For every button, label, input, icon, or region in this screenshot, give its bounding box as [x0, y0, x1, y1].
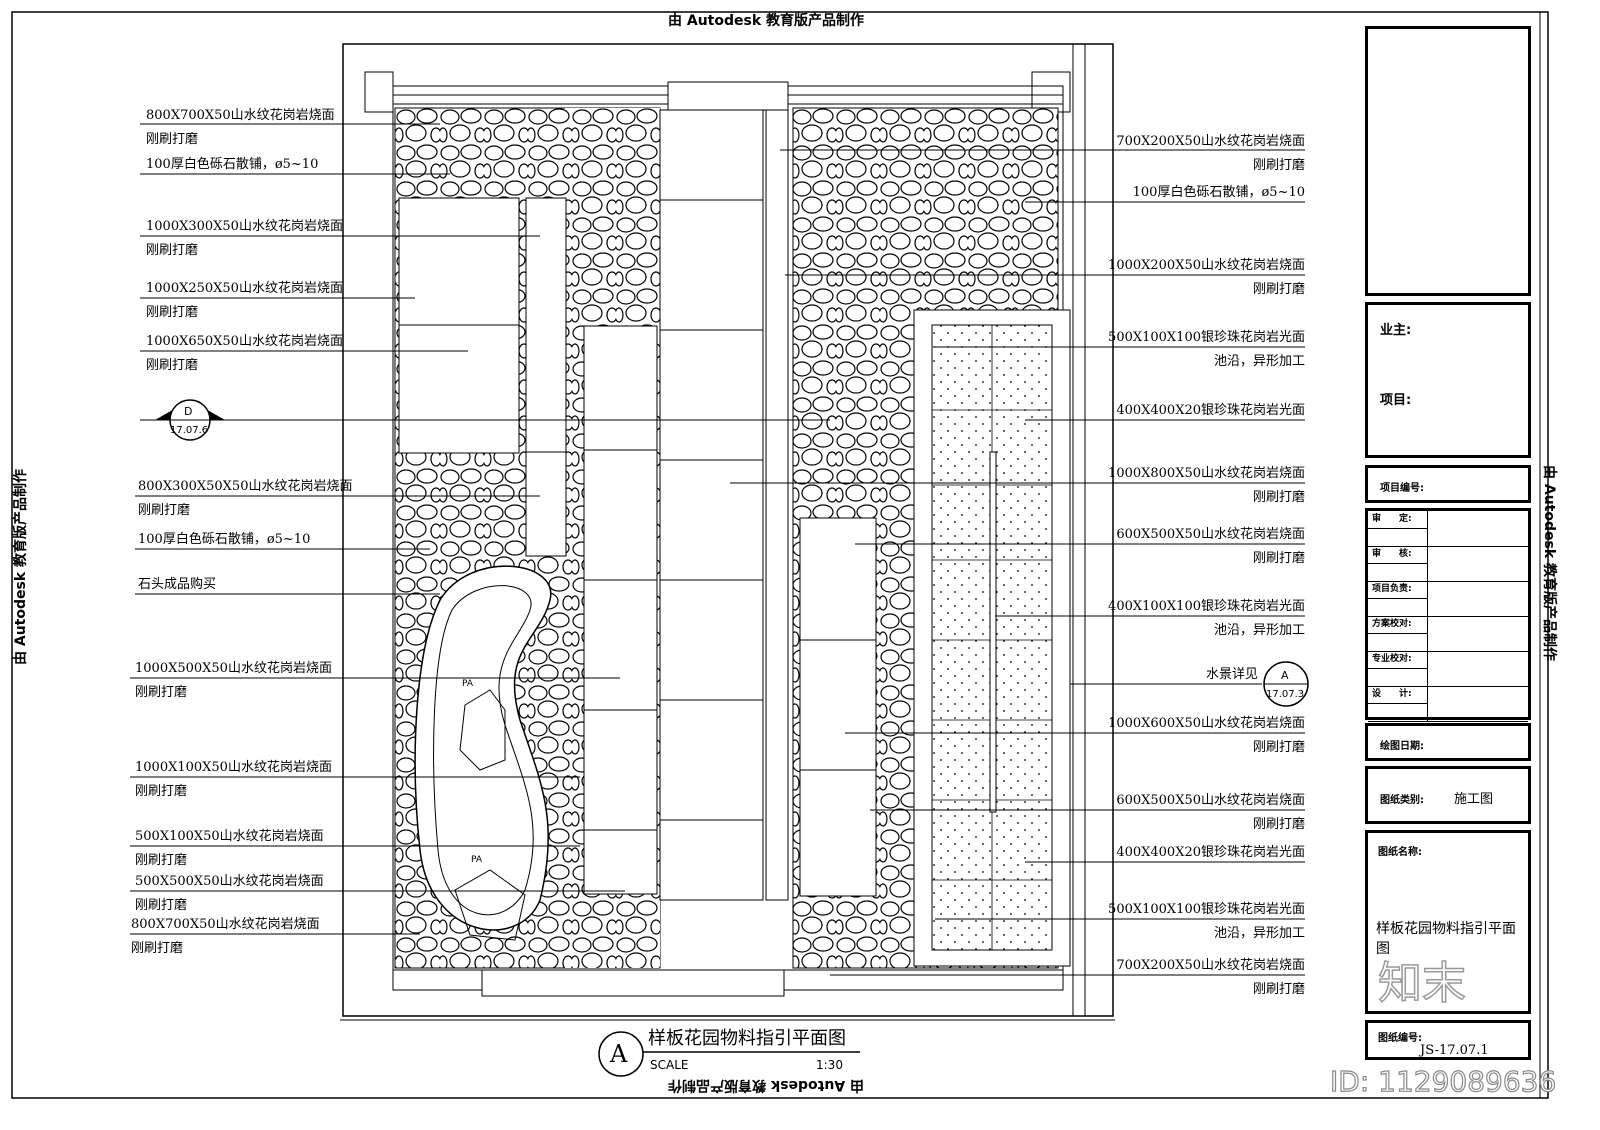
role-row: 方案校对:	[1368, 616, 1528, 652]
annotation-material: 500X100X100银珍珠花岗岩光面	[1108, 330, 1305, 345]
annotation-note: 刚刷打磨	[1252, 490, 1305, 505]
role-label: 审 核:	[1368, 546, 1428, 564]
number-label: 图纸编号:	[1378, 1033, 1422, 1044]
marker-a-letter: A	[1281, 669, 1289, 682]
annotation-note: 刚刷打磨	[131, 941, 184, 956]
annotation-material: 700X200X50山水纹花岗岩烧面	[1116, 134, 1305, 149]
role-label: 项目负责:	[1368, 581, 1428, 599]
annotation-material: 石头成品购买	[138, 577, 217, 592]
role-row: 审 核:	[1368, 546, 1528, 582]
annotation-material: 500X100X50山水纹花岗岩烧面	[135, 829, 324, 844]
annotation-note: 刚刷打磨	[1252, 982, 1305, 997]
annotation-material: 400X400X20银珍珠花岗岩光面	[1116, 403, 1305, 418]
annotation-material: 1000X300X50山水纹花岗岩烧面	[146, 219, 343, 234]
annotation-note: 刚刷打磨	[135, 784, 188, 799]
role-row: 项目负责:	[1368, 581, 1528, 617]
annotation-material: 1000X250X50山水纹花岗岩烧面	[146, 281, 343, 296]
brand-logo: 知末	[1377, 957, 1467, 1010]
role-row: 审 定:	[1368, 511, 1528, 547]
annotation-material: 500X100X100银珍珠花岗岩光面	[1108, 902, 1305, 917]
role-signature	[1368, 598, 1428, 616]
annotation-material: 1000X650X50山水纹花岗岩烧面	[146, 334, 343, 349]
brand-id: ID: 1129089636	[1329, 1065, 1557, 1098]
scale-label: SCALE	[650, 1058, 689, 1072]
annotation-material: 700X200X50山水纹花岗岩烧面	[1116, 958, 1305, 973]
annotation-note: 刚刷打磨	[146, 358, 199, 373]
role-label: 方案校对:	[1368, 616, 1428, 634]
annotation-material: 1000X100X50山水纹花岗岩烧面	[135, 760, 332, 775]
name-value: 样板花园物料指引平面图	[1376, 921, 1516, 957]
annotation-material: 800X700X50山水纹花岗岩烧面	[131, 917, 320, 932]
annotation-note: 池沿，异形加工	[1213, 926, 1305, 941]
role-signature	[1368, 563, 1428, 581]
annotation-material: 800X700X50山水纹花岗岩烧面	[146, 108, 335, 123]
annotation-note: 刚刷打磨	[1252, 740, 1305, 755]
role-signature	[1368, 668, 1428, 686]
drawing-title: 样板花园物料指引平面图	[648, 1028, 846, 1049]
annotation-material: 1000X600X50山水纹花岗岩烧面	[1108, 716, 1305, 731]
annotation-material: 1000X200X50山水纹花岗岩烧面	[1108, 258, 1305, 273]
category-value: 施工图	[1454, 792, 1494, 807]
number-value: JS-17.07.1	[1420, 1043, 1489, 1058]
marker-a-ref[interactable]: 17.07.3	[1266, 689, 1305, 700]
annotation-note: 刚刷打磨	[1252, 551, 1305, 566]
annotation-note: 池沿，异形加工	[1213, 354, 1305, 369]
title-block-owner: 业主: 项目:	[1365, 302, 1531, 458]
date-label: 绘图日期:	[1380, 741, 1424, 752]
pa-label: PA	[462, 679, 474, 689]
role-row: 设 计:	[1368, 686, 1528, 722]
watermark-left: 由 Autodesk 教育版产品制作	[13, 468, 29, 665]
annotation-note: 刚刷打磨	[1252, 282, 1305, 297]
annotation-material: 1000X500X50山水纹花岗岩烧面	[135, 661, 332, 676]
title-block-category: 图纸类别: 施工图	[1365, 766, 1531, 824]
title-block-date: 绘图日期:	[1365, 723, 1531, 761]
annotation-material: 600X500X50山水纹花岗岩烧面	[1116, 527, 1305, 542]
annotation-note: 刚刷打磨	[146, 132, 199, 147]
annotation-material: 水景详见	[1205, 667, 1258, 682]
annotation-note: 刚刷打磨	[135, 685, 188, 700]
title-block-name: 图纸名称: 样板花园物料指引平面图	[1365, 830, 1531, 1014]
annotation-material: 100厚白色砾石散铺，ø5~10	[138, 532, 311, 547]
annotation-material: 600X500X50山水纹花岗岩烧面	[1116, 793, 1305, 808]
pa-label: PA	[471, 855, 483, 865]
annotation-note: 刚刷打磨	[135, 853, 188, 868]
marker-d-ref[interactable]: 17.07.6	[170, 425, 209, 436]
project-no-label: 项目编号:	[1380, 483, 1424, 494]
annotation-note: 刚刷打磨	[146, 305, 199, 320]
name-label: 图纸名称:	[1378, 847, 1422, 858]
role-label: 专业校对:	[1368, 651, 1428, 669]
annotation-material: 1000X800X50山水纹花岗岩烧面	[1108, 466, 1305, 481]
watermark-top: 由 Autodesk 教育版产品制作	[668, 13, 865, 29]
annotation-material: 400X100X100银珍珠花岗岩光面	[1108, 599, 1305, 614]
role-signature	[1368, 528, 1428, 546]
annotation-material: 100厚白色砾石散铺，ø5~10	[146, 157, 319, 172]
role-signature	[1368, 633, 1428, 651]
watermark-bottom: 由 Autodesk 教育版产品制作	[668, 1077, 865, 1093]
marker-d-letter: D	[184, 405, 193, 418]
annotation-note: 刚刷打磨	[135, 898, 188, 913]
title-letter: A	[610, 1040, 628, 1068]
role-signature	[1368, 703, 1428, 721]
role-row: 专业校对:	[1368, 651, 1528, 687]
annotation-material: 800X300X50X50山水纹花岗岩烧面	[138, 479, 353, 494]
title-block-logo-box	[1365, 26, 1531, 296]
annotation-material: 500X500X50山水纹花岗岩烧面	[135, 874, 324, 889]
role-label: 审 定:	[1368, 511, 1428, 529]
owner-label: 业主:	[1380, 323, 1412, 338]
title-block-roles: 审 定: 审 核: 项目负责: 方案校对: 专业校对: 设 计:	[1365, 508, 1531, 722]
annotation-note: 刚刷打磨	[1252, 817, 1305, 832]
annotation-note: 刚刷打磨	[146, 243, 199, 258]
role-label: 设 计:	[1368, 686, 1428, 704]
annotation-note: 刚刷打磨	[138, 503, 191, 518]
title-block-number: 图纸编号: JS-17.07.1	[1365, 1020, 1531, 1060]
category-label: 图纸类别:	[1380, 795, 1424, 806]
annotation-note: 刚刷打磨	[1252, 158, 1305, 173]
annotation-note: 池沿，异形加工	[1213, 623, 1305, 638]
project-label: 项目:	[1380, 393, 1412, 408]
scale-value: 1:30	[816, 1058, 843, 1072]
annotation-material: 400X400X20银珍珠花岗岩光面	[1116, 845, 1305, 860]
annotation-material: 100厚白色砾石散铺，ø5~10	[1132, 185, 1305, 200]
title-block-project-no: 项目编号:	[1365, 465, 1531, 503]
watermark-right: 由 Autodesk 教育版产品制作	[1541, 465, 1557, 662]
